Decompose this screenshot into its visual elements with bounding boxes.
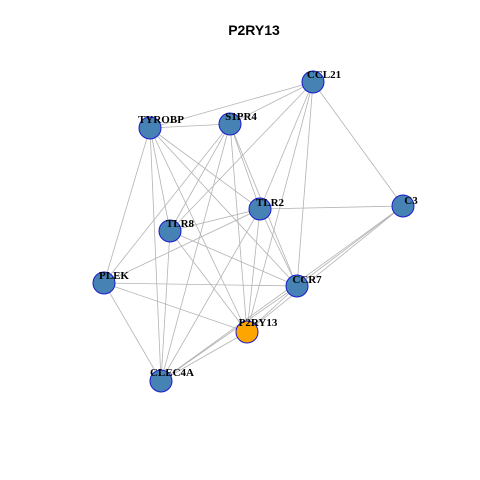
- edge-s1pr4-clec4a: [160, 123, 231, 382]
- node-s1pr4[interactable]: [218, 112, 242, 136]
- edge-s1pr4-tlr8: [169, 123, 231, 232]
- edge-tlr2-c3: [259, 205, 404, 210]
- node-layer: [92, 70, 415, 393]
- node-label-ccl21: CCL21: [307, 69, 341, 81]
- node-label-tlr8: TLR8: [166, 218, 195, 230]
- edge-ccl21-tlr8: [169, 81, 314, 232]
- edge-tyrobp-s1pr4: [149, 123, 231, 129]
- edge-s1pr4-ccl21: [229, 81, 314, 125]
- node-p2ry13[interactable]: [235, 320, 259, 344]
- node-label-p2ry13: P2RY13: [239, 317, 278, 329]
- edge-tlr2-p2ry13: [246, 208, 261, 333]
- edge-s1pr4-p2ry13: [229, 123, 248, 333]
- edge-ccl21-c3: [312, 81, 404, 207]
- edge-ccl21-p2ry13: [246, 81, 314, 333]
- diagram-title: P2RY13: [228, 22, 280, 38]
- node-label-plek: PLEK: [99, 270, 129, 282]
- node-ccl21[interactable]: [301, 70, 325, 94]
- edge-s1pr4-plek: [103, 123, 231, 284]
- edge-plek-ccr7: [103, 282, 298, 287]
- edge-ccl21-ccr7: [296, 81, 314, 287]
- edge-c3-ccr7: [296, 205, 404, 287]
- edge-tlr2-plek: [103, 208, 261, 284]
- edge-ccl21-tlr2: [259, 81, 314, 210]
- node-c3[interactable]: [391, 194, 415, 218]
- node-label-clec4a: CLEC4A: [150, 367, 194, 379]
- edge-c3-p2ry13: [246, 205, 404, 333]
- edge-layer: [103, 81, 404, 382]
- node-clec4a[interactable]: [149, 369, 173, 393]
- edge-s1pr4-tlr2: [229, 123, 261, 210]
- edge-plek-p2ry13: [103, 282, 248, 333]
- node-tyrobp[interactable]: [138, 116, 162, 140]
- edge-tyrobp-clec4a: [149, 127, 162, 382]
- edge-tlr2-ccr7: [259, 208, 298, 287]
- edge-tyrobp-p2ry13: [149, 127, 248, 333]
- node-label-s1pr4: S1PR4: [225, 111, 257, 123]
- node-label-ccr7: CCR7: [292, 274, 322, 286]
- edge-c3-clec4a: [160, 205, 404, 382]
- node-label-c3: C3: [404, 195, 418, 207]
- edge-tlr8-p2ry13: [169, 230, 248, 333]
- edge-plek-clec4a: [103, 282, 162, 382]
- edge-tyrobp-ccl21: [149, 81, 314, 129]
- edge-tlr2-tlr8: [169, 208, 261, 232]
- edge-tyrobp-tlr8: [149, 127, 171, 232]
- edge-tlr2-clec4a: [160, 208, 261, 382]
- edge-ccr7-clec4a: [160, 285, 298, 382]
- node-label-tlr2: TLR2: [256, 197, 285, 209]
- edge-tlr8-ccr7: [169, 230, 298, 287]
- edge-tlr8-clec4a: [160, 230, 171, 382]
- node-ccr7[interactable]: [285, 274, 309, 298]
- node-plek[interactable]: [92, 271, 116, 295]
- node-label-tyrobp: TYROBP: [138, 114, 184, 126]
- edge-tyrobp-plek: [103, 127, 151, 284]
- node-tlr8[interactable]: [158, 219, 182, 243]
- node-tlr2[interactable]: [248, 197, 272, 221]
- edge-tyrobp-ccr7: [149, 127, 298, 287]
- edge-p2ry13-clec4a: [160, 331, 248, 382]
